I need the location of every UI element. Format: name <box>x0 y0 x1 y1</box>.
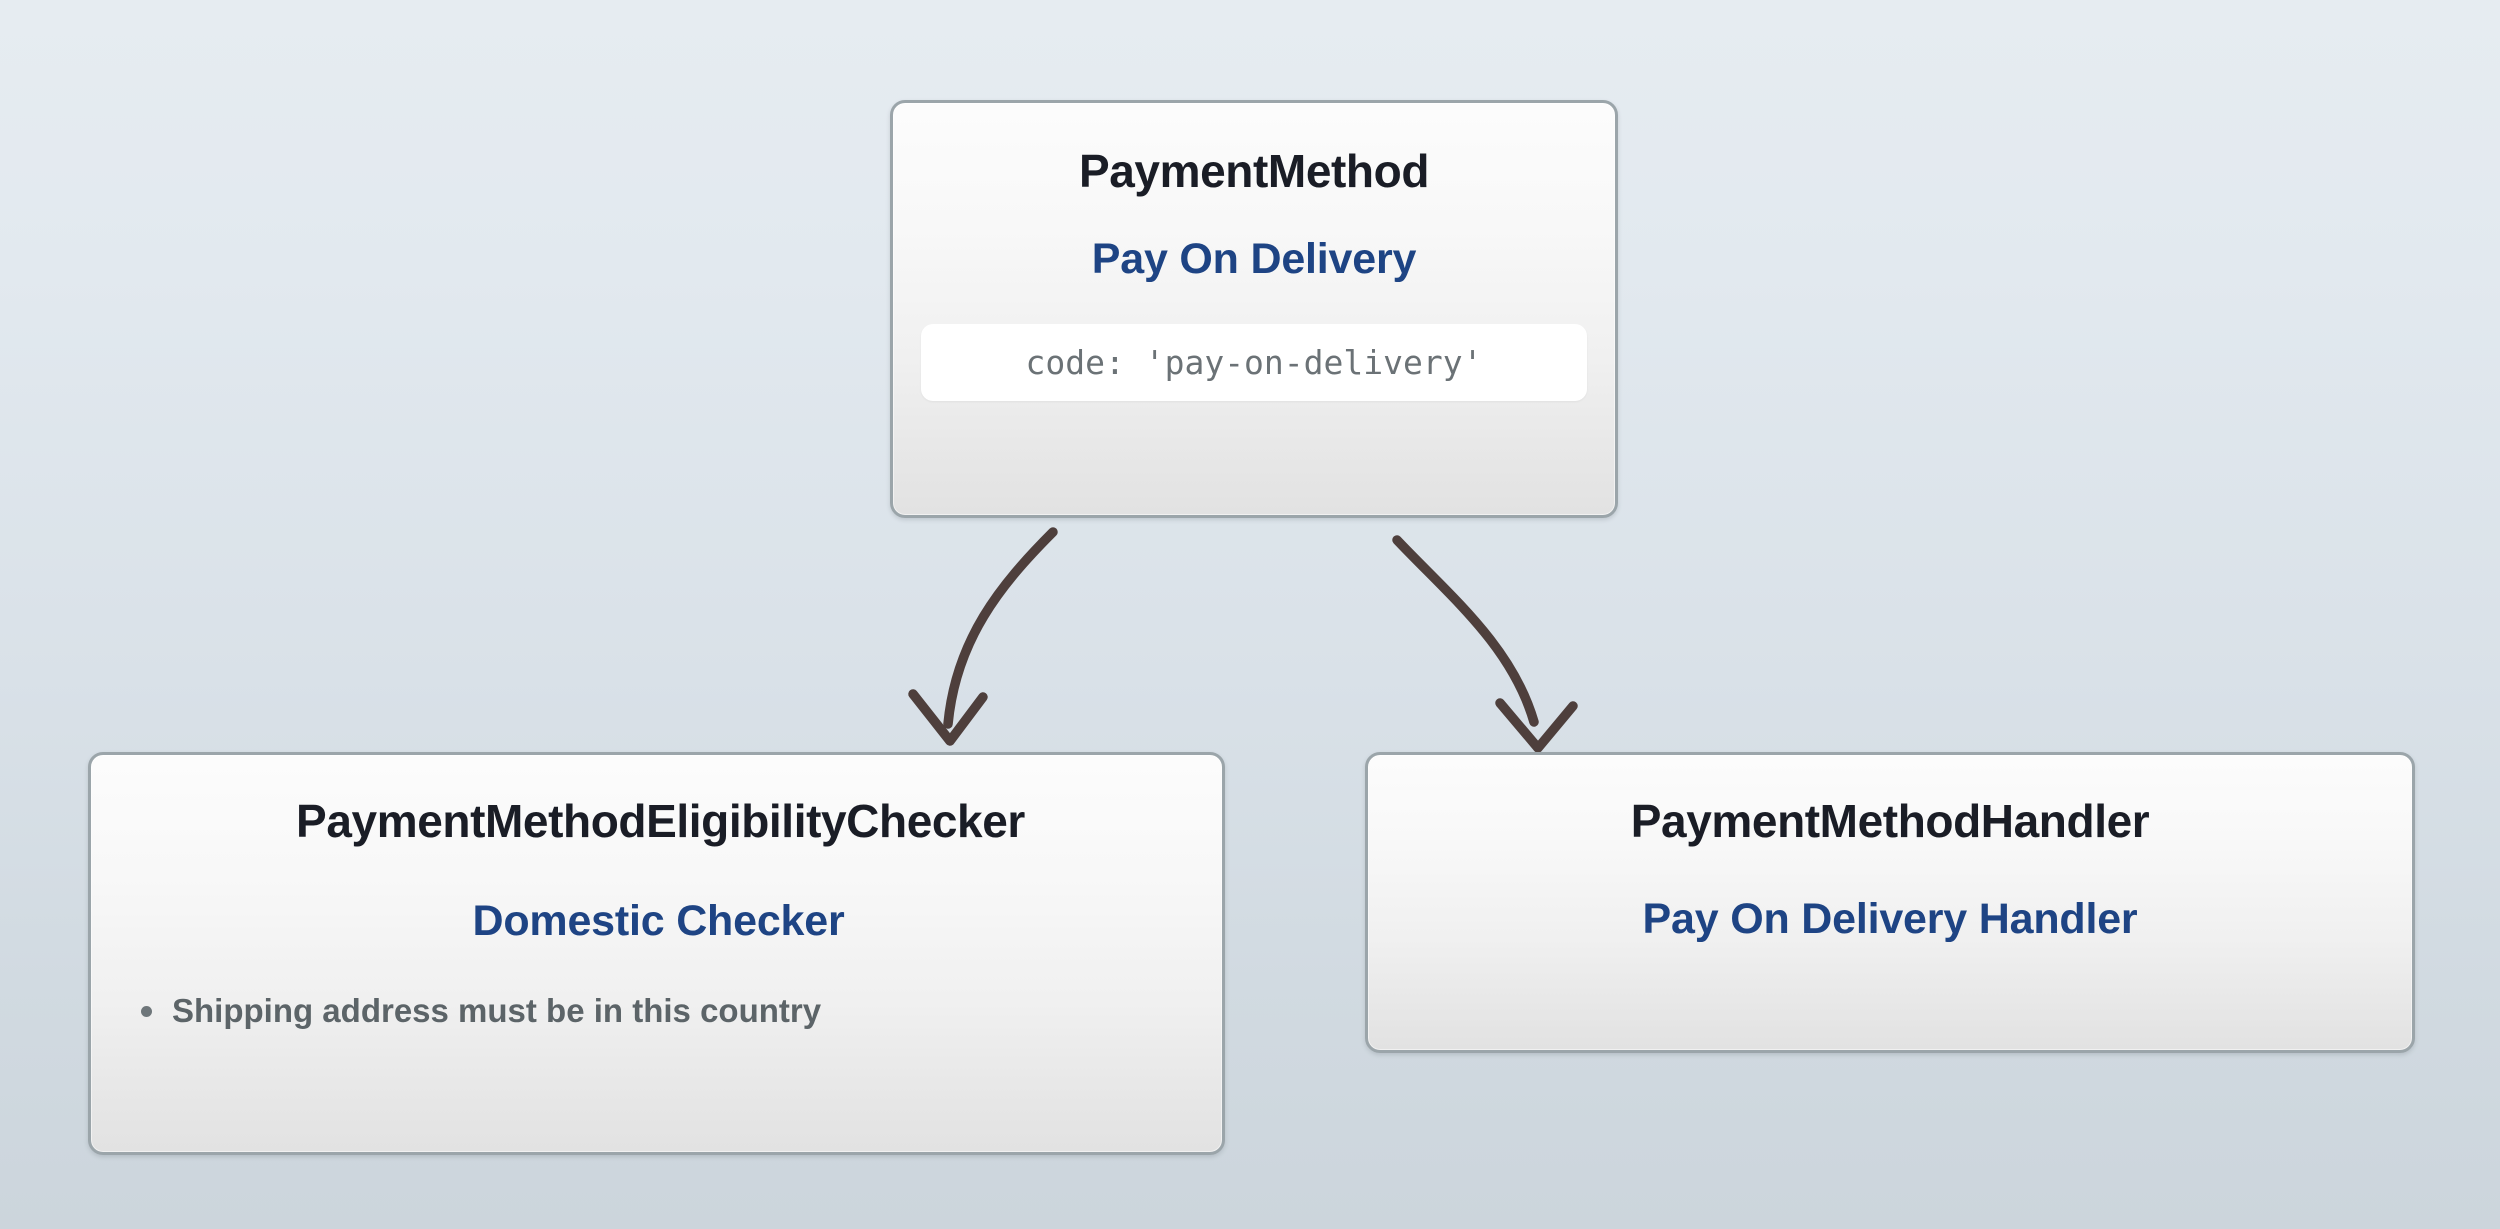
node-payment-method[interactable]: PaymentMethod Pay On Delivery code: 'pay… <box>890 100 1618 518</box>
node-payment-handler-title: PaymentMethodHandler <box>1630 795 2150 847</box>
list-item: Shipping address must be in this country <box>141 992 1222 1030</box>
node-payment-method-code-chip: code: 'pay-on-delivery' <box>921 324 1587 402</box>
node-eligibility-checker-title: PaymentMethodEligibilityChecker <box>296 795 1025 847</box>
arrow-to-payment-handler <box>1392 535 1578 753</box>
node-payment-handler-subtitle: Pay On Delivery Handler <box>1642 895 2138 944</box>
node-eligibility-checker-bullet-label: Shipping address must be in this country <box>172 992 822 1030</box>
node-payment-method-title: PaymentMethod <box>1078 145 1430 197</box>
bullet-dot-icon <box>141 1005 152 1017</box>
node-eligibility-checker-subtitle: Domestic Checker <box>472 897 845 946</box>
node-eligibility-checker-bullet-list: Shipping address must be in this country <box>91 992 1222 1030</box>
node-payment-method-subtitle: Pay On Delivery <box>1091 235 1417 284</box>
node-eligibility-checker[interactable]: PaymentMethodEligibilityChecker Domestic… <box>88 752 1225 1155</box>
arrow-to-eligibility-checker <box>908 527 1058 746</box>
node-payment-handler[interactable]: PaymentMethodHandler Pay On Delivery Han… <box>1365 752 2415 1053</box>
